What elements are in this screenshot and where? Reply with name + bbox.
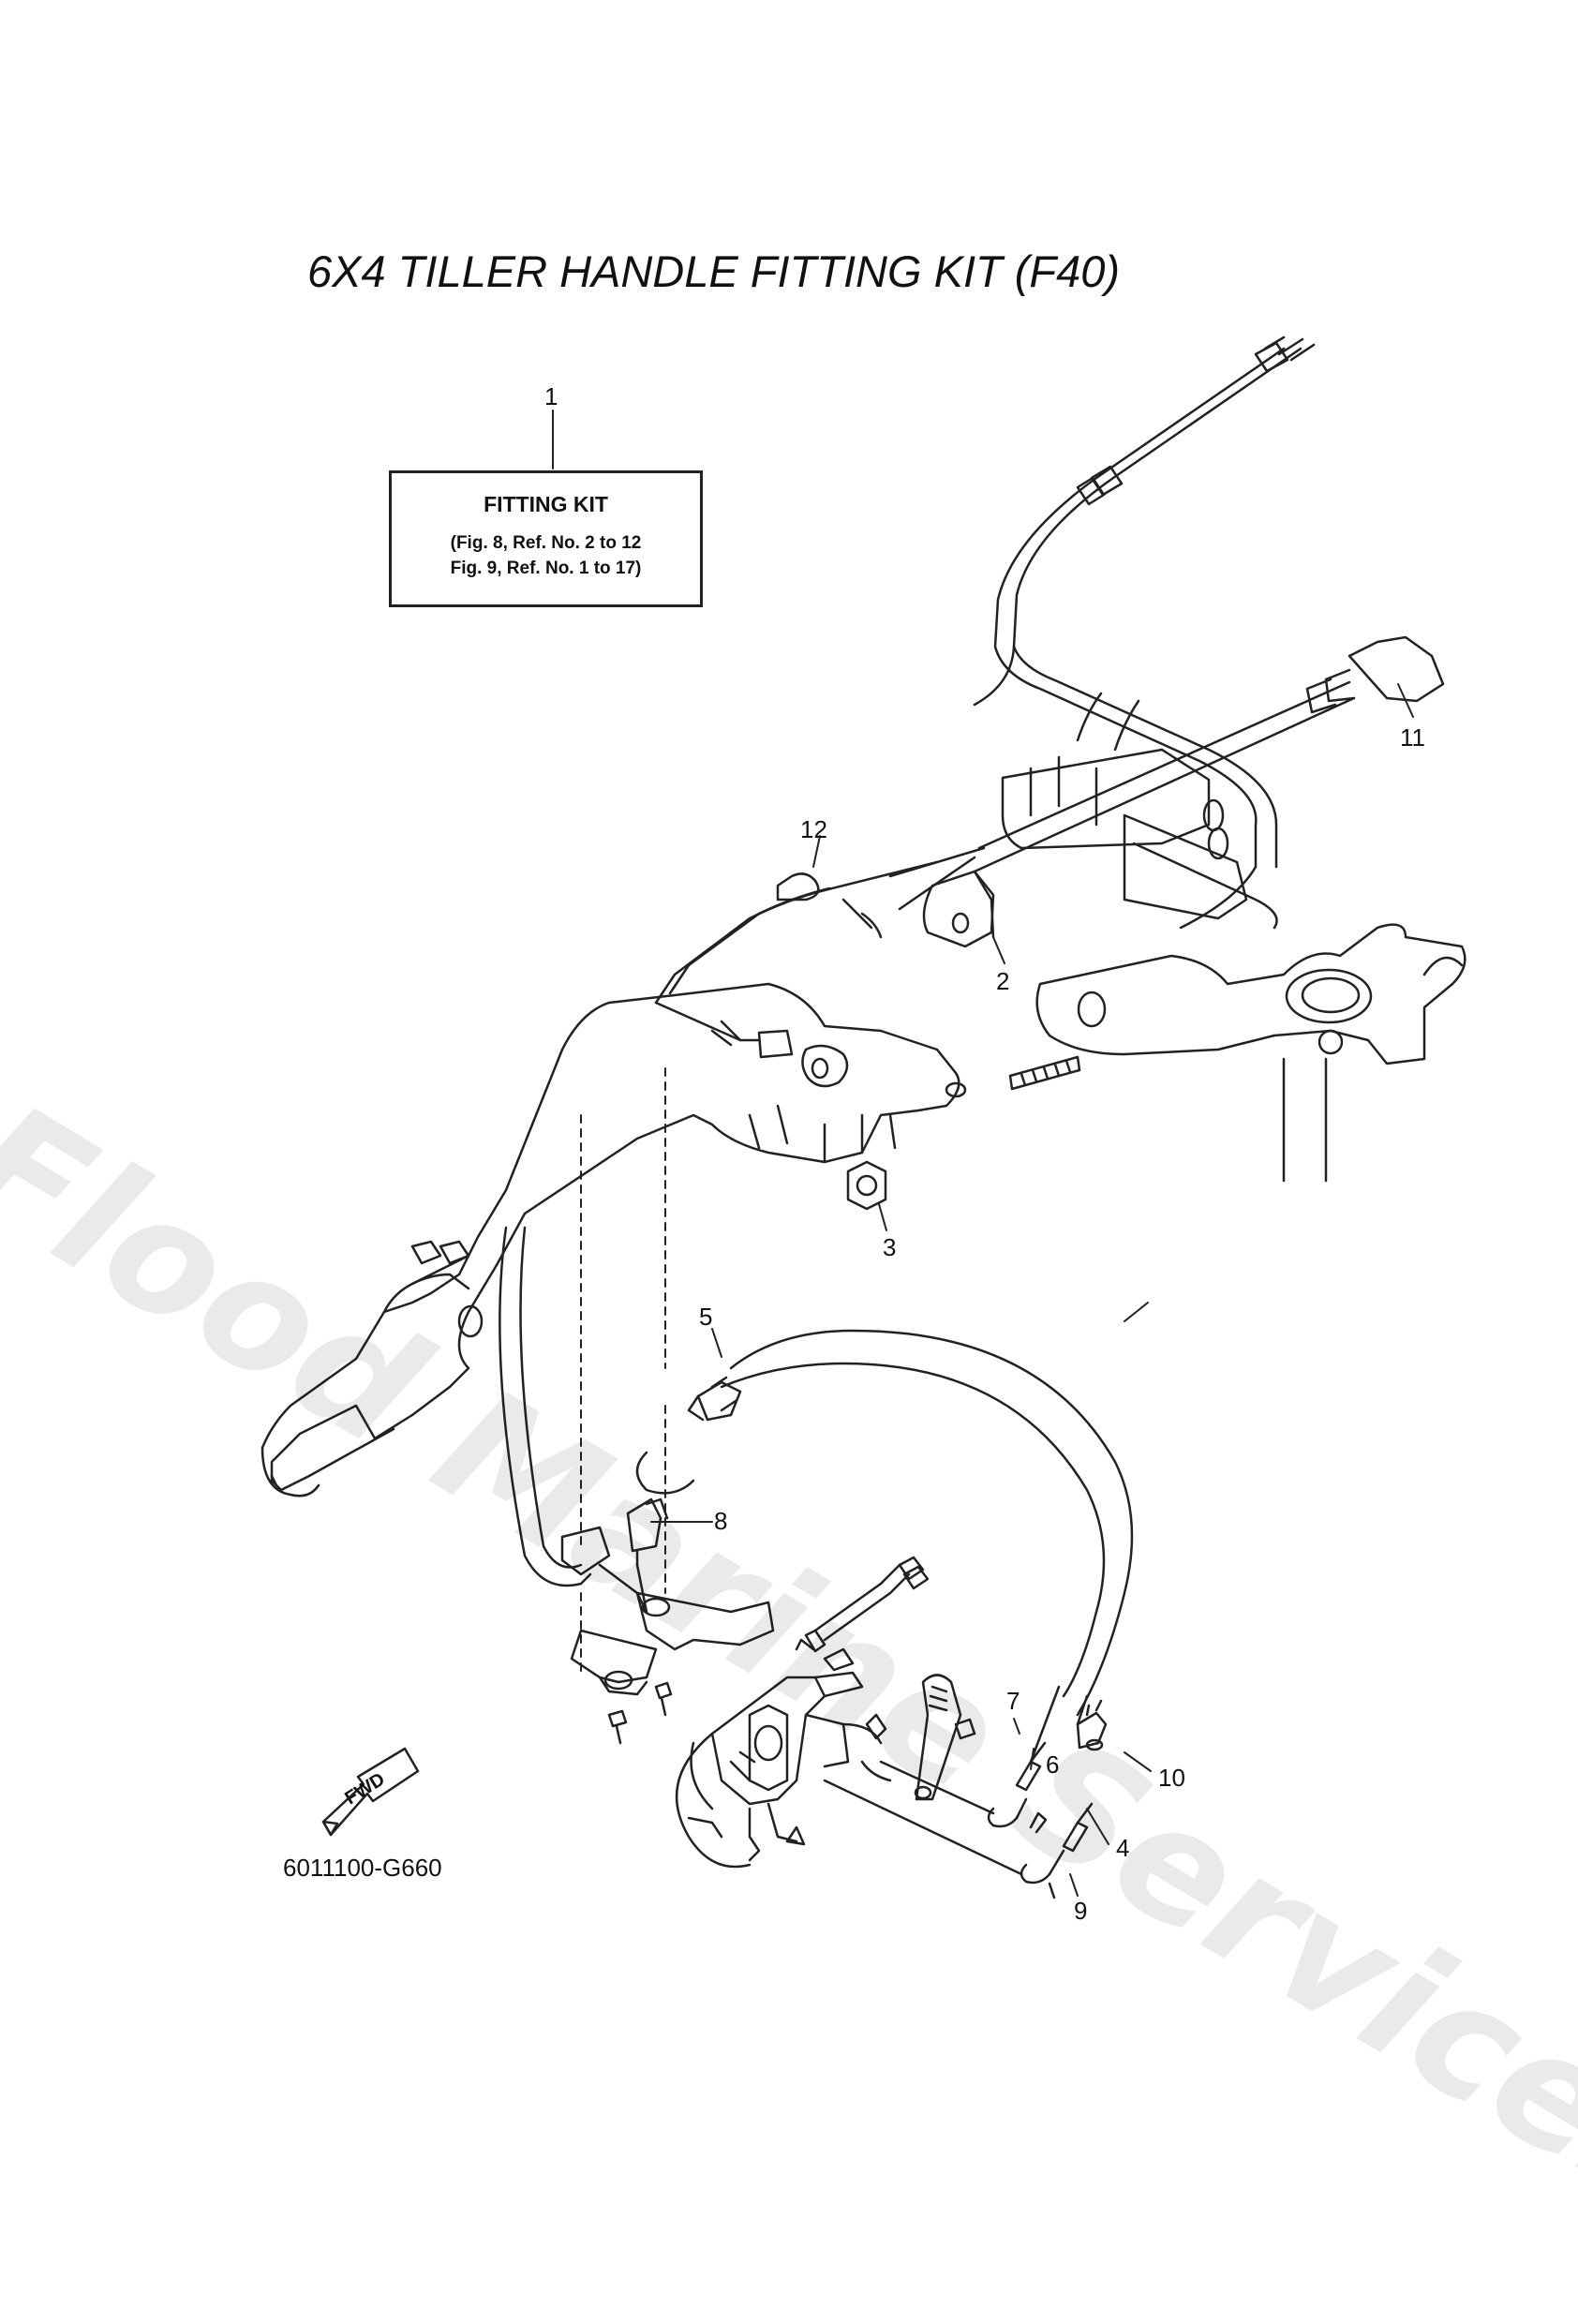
callout-8: 8 xyxy=(714,1507,728,1535)
page-title: 6X4 TILLER HANDLE FITTING KIT (F40) xyxy=(307,246,1121,296)
callout-5: 5 xyxy=(699,1303,713,1331)
fitting-kit-heading: FITTING KIT xyxy=(484,492,608,516)
switch-wire xyxy=(795,1556,930,1653)
lever-arm xyxy=(860,1674,976,1801)
fitting-kit-line-2: Fig. 9, Ref. No. 1 to 17) xyxy=(450,559,642,578)
callout-7: 7 xyxy=(1006,1687,1020,1715)
stud-bolt xyxy=(1008,1055,1081,1091)
callout-2: 2 xyxy=(996,967,1010,995)
cable-joints xyxy=(987,1741,1094,1899)
wire-harness xyxy=(654,846,986,1059)
leader-lines xyxy=(552,410,1414,1897)
callout-3: 3 xyxy=(883,1233,897,1261)
engine-stop-cable xyxy=(898,635,1445,911)
shift-mechanism xyxy=(675,1647,887,1869)
diagram-code: 6011100-G660 xyxy=(283,1854,442,1882)
part-2-block xyxy=(922,870,995,948)
callout-4: 4 xyxy=(1116,1834,1130,1862)
control-cables xyxy=(973,335,1316,930)
clamp-plates xyxy=(560,1526,775,1696)
callout-12: 12 xyxy=(800,815,827,843)
callout-11: 11 xyxy=(1400,723,1425,752)
tiller-handle xyxy=(261,982,967,1497)
guide-lines xyxy=(580,1067,666,1678)
part-3-nut xyxy=(846,1160,887,1211)
fitting-kit-box: FITTING KIT (Fig. 8, Ref. No. 2 to 12 Fi… xyxy=(389,470,703,607)
callout-6: 6 xyxy=(1046,1750,1060,1779)
part-10-clip xyxy=(1076,1699,1108,1751)
part-5-clip xyxy=(687,1376,742,1422)
swivel-bracket xyxy=(1035,923,1466,1183)
fwd-arrow-icon xyxy=(321,1747,420,1837)
callout-10: 10 xyxy=(1158,1764,1185,1792)
part-8-clip xyxy=(626,1497,669,1567)
callout-9: 9 xyxy=(1074,1897,1088,1925)
screws xyxy=(607,1681,673,1745)
throttle-cable-loops xyxy=(499,1226,1134,1717)
link-lines xyxy=(823,1685,1089,1876)
callout-1: 1 xyxy=(544,382,558,410)
fitting-kit-line-1: (Fig. 8, Ref. No. 2 to 12 xyxy=(450,533,642,553)
